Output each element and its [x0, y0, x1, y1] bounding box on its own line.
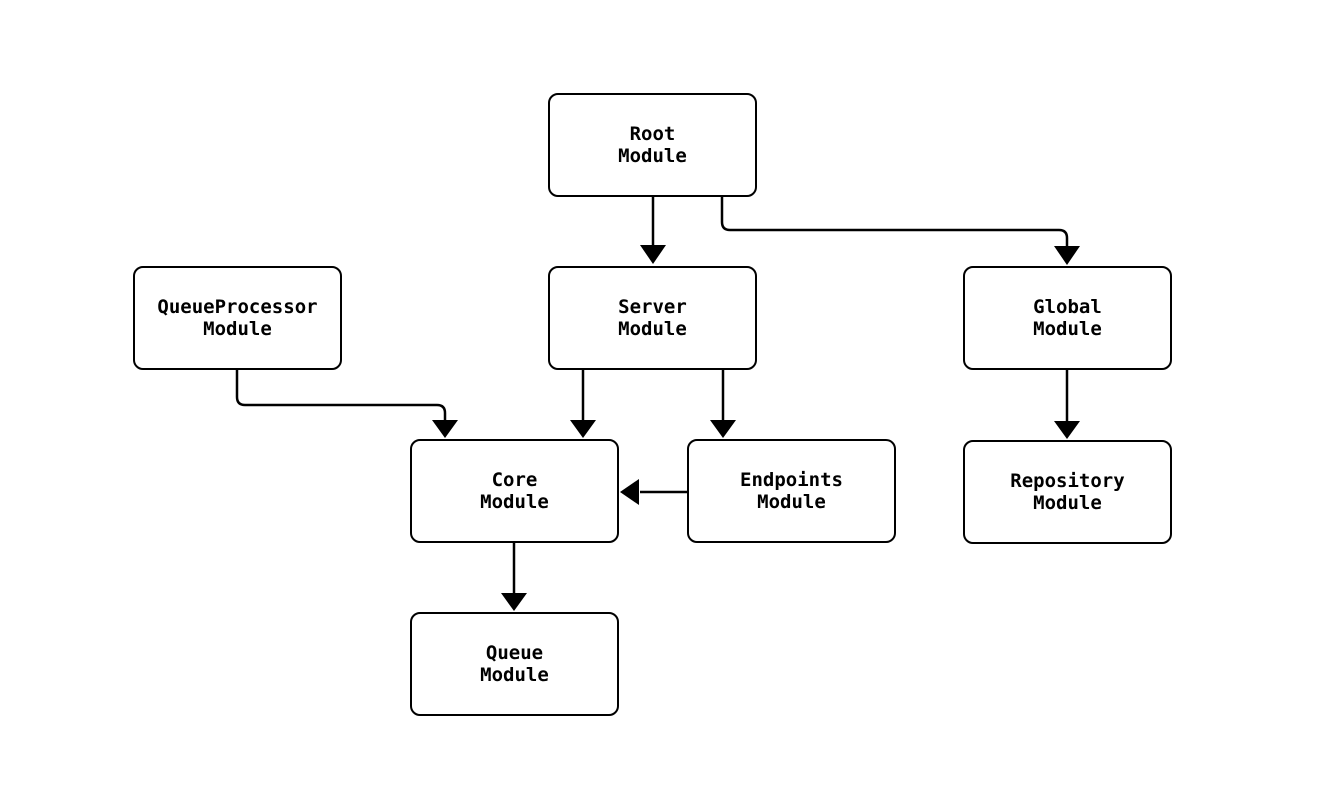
node-queue-module: Queue Module	[410, 612, 619, 716]
node-label: Endpoints Module	[740, 469, 843, 513]
edge-queueprocessor-to-core	[235, 370, 458, 438]
node-label: Root Module	[618, 123, 687, 167]
edge-root-to-server	[640, 197, 666, 264]
edge-root-to-global	[720, 197, 1080, 265]
node-endpoints-module: Endpoints Module	[687, 439, 896, 543]
node-global-module: Global Module	[963, 266, 1172, 370]
edge-endpoints-to-core	[620, 479, 687, 505]
node-label: Global Module	[1033, 296, 1102, 340]
arrowhead-down-icon	[1054, 246, 1080, 265]
edge-server-to-endpoints	[710, 370, 736, 438]
node-label: Core Module	[480, 469, 549, 513]
arrowhead-left-icon	[620, 479, 639, 505]
edge-global-to-repository	[1054, 370, 1080, 439]
arrowhead-down-icon	[432, 420, 458, 438]
arrowhead-down-icon	[570, 420, 596, 438]
node-label: Server Module	[618, 296, 687, 340]
node-core-module: Core Module	[410, 439, 619, 543]
node-label: Repository Module	[1010, 470, 1125, 514]
edge-core-to-queue	[501, 543, 527, 611]
node-server-module: Server Module	[548, 266, 757, 370]
arrowhead-down-icon	[1054, 421, 1080, 439]
node-queueprocessor-module: QueueProcessor Module	[133, 266, 342, 370]
arrowhead-down-icon	[501, 593, 527, 611]
node-label: QueueProcessor Module	[157, 296, 318, 340]
arrowhead-down-icon	[640, 245, 666, 264]
node-label: Queue Module	[480, 642, 549, 686]
node-root-module: Root Module	[548, 93, 757, 197]
arrowhead-down-icon	[710, 420, 736, 438]
node-repository-module: Repository Module	[963, 440, 1172, 544]
edge-server-to-core	[570, 370, 596, 438]
